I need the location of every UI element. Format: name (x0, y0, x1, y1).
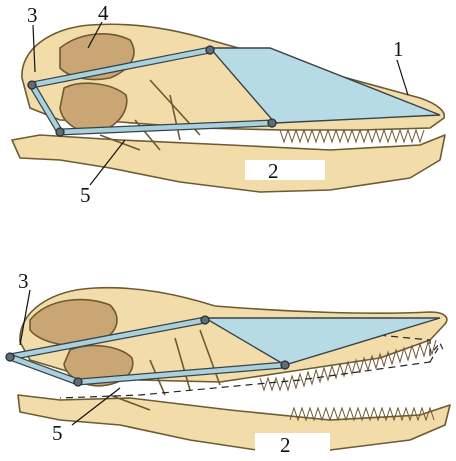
bottom-skull: 2 3 5 (6, 269, 450, 457)
bottom-lower-jaw (18, 395, 450, 452)
top-label-1: 1 (393, 37, 404, 61)
top-joint-quadrate (28, 81, 36, 89)
bottom-label-5: 5 (52, 421, 63, 445)
top-label-2-box (245, 160, 325, 180)
top-joint-upper (206, 46, 214, 54)
top-label-4: 4 (98, 1, 109, 25)
top-teeth (280, 130, 424, 142)
top-label-5: 5 (80, 183, 91, 207)
top-orbit (60, 83, 127, 132)
top-joint-lower (56, 128, 64, 136)
bottom-label-3: 3 (18, 269, 29, 293)
top-leader-1 (397, 60, 408, 95)
top-label-2: 2 (268, 159, 279, 183)
bottom-label-2: 2 (280, 433, 291, 457)
top-lower-jaw (12, 135, 445, 192)
bottom-label-2-box (255, 433, 330, 453)
bottom-joint-lower (74, 378, 82, 386)
top-label-3: 3 (27, 3, 38, 27)
bottom-joint-quadrate (6, 353, 14, 361)
bottom-joint-upper (201, 316, 209, 324)
top-joint-ectopterygoid (268, 119, 276, 127)
top-skull: 1 2 3 4 5 (12, 1, 445, 207)
bottom-joint-ectopterygoid (281, 361, 289, 369)
